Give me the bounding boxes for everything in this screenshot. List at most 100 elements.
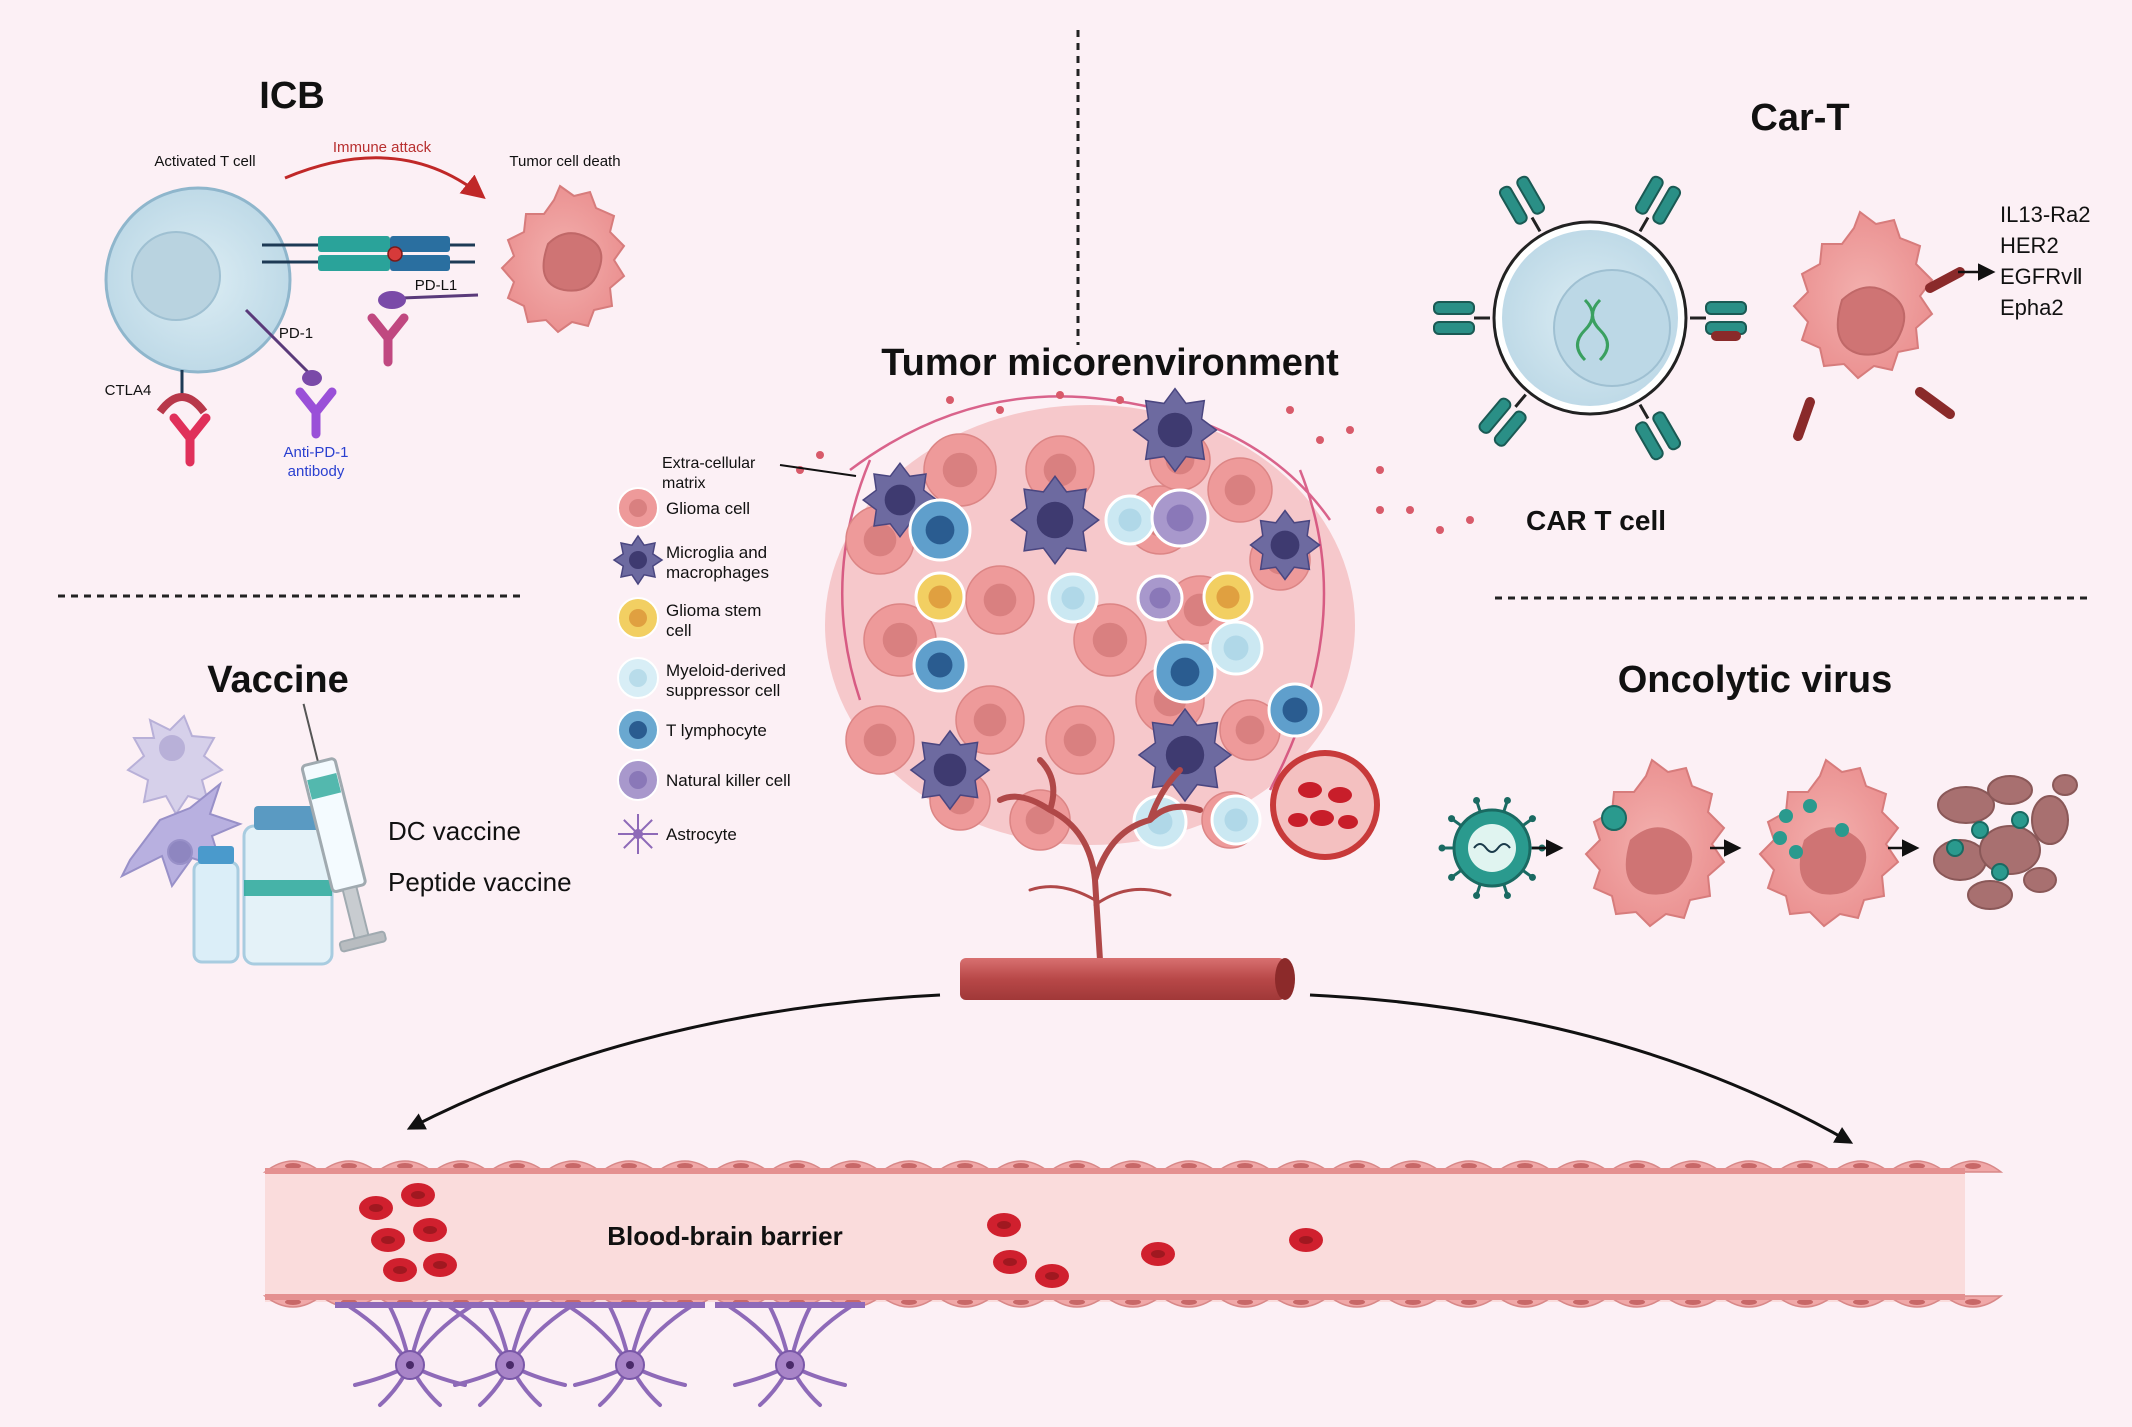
- icb-panel: ICB Activated T cell Immune attack Tumor…: [104, 75, 626, 480]
- red-blood-cells: [359, 1183, 1323, 1288]
- glioma-cell: [1219, 699, 1281, 761]
- ecm-label-2: matrix: [662, 475, 706, 492]
- tumor-cell-death-label: Tumor cell death: [509, 153, 620, 170]
- bbb-arrow-right: [1309, 993, 1854, 1144]
- t-lymphocyte-cell: [1267, 682, 1323, 738]
- glioma-cell: [955, 685, 1025, 755]
- virus-spike-tip: [1473, 892, 1481, 900]
- oncolytic-title: Oncolytic virus: [1618, 659, 1893, 701]
- cart-title: Car-T: [1750, 97, 1849, 139]
- bbb-panel: Blood-brain barrier: [262, 993, 2004, 1407]
- legend-label-2: cell: [666, 621, 692, 640]
- glioma-stem-cell: [914, 571, 966, 623]
- virus-spike-tip: [1448, 873, 1456, 881]
- legend-label: T lymphocyte: [666, 721, 767, 740]
- pd1-label: PD-1: [279, 325, 313, 342]
- legend-label: Myeloid-derived: [666, 661, 786, 680]
- tme-panel: Tumor micorenvironment Extra-cellular ma…: [612, 342, 1474, 1000]
- ecm-label-1: Extra-cellular: [662, 455, 756, 472]
- car-receptor-icon: [1634, 403, 1682, 461]
- particle: [1376, 506, 1384, 514]
- astrocyte-icon: [715, 1302, 865, 1407]
- red-blood-cell-icon: [359, 1196, 393, 1220]
- red-blood-cell-icon: [993, 1250, 1027, 1274]
- microglia-cell: [1010, 475, 1100, 565]
- mdsc-cell: [1210, 794, 1262, 846]
- mdsc-cell: [1104, 494, 1156, 546]
- astrocyte-icon: [555, 1302, 705, 1407]
- microglia-cell: [909, 729, 991, 811]
- nk-cell: [1150, 488, 1210, 548]
- particle: [1466, 516, 1474, 524]
- glioma-cell-icon: [617, 487, 659, 529]
- mdsc-cell: [1047, 572, 1099, 624]
- dendritic-cell-icon: [126, 714, 224, 816]
- legend-label: Microglia and: [666, 543, 767, 562]
- vessel-cross-section-icon: [1270, 750, 1380, 860]
- microglia-cell: [1137, 707, 1233, 803]
- dna-icon: [1576, 298, 1609, 362]
- nk-cell-icon: [617, 759, 659, 801]
- cart-target-label: EGFRvⅡ: [2000, 264, 2083, 289]
- vessel-tree-icon: [997, 757, 1203, 963]
- red-blood-cell-icon: [371, 1228, 405, 1252]
- glioma-cell: [1045, 705, 1115, 775]
- virus-spike-tip: [1503, 892, 1511, 900]
- pd1-icon: [302, 370, 322, 386]
- car-receptor-icon: [1634, 175, 1682, 233]
- car-receptor-icon: [1498, 175, 1546, 233]
- ctla4-icon: [156, 393, 208, 415]
- car-receptor-icon: [1433, 301, 1490, 335]
- immune-attack-arrow: [284, 156, 486, 200]
- virus-spike-tip: [1473, 796, 1481, 804]
- infected-cell-1: [1584, 758, 1726, 928]
- cart-target-label: Epha2: [2000, 295, 2064, 320]
- particle: [1286, 406, 1294, 414]
- nk-cell: [1136, 574, 1184, 622]
- particle: [1436, 526, 1444, 534]
- ctla4-label: CTLA4: [105, 382, 152, 399]
- car-t-cell-label: CAR T cell: [1526, 505, 1666, 536]
- pdl1-label: PD-L1: [415, 277, 458, 294]
- legend-label-2: macrophages: [666, 563, 769, 582]
- red-blood-cell-icon: [1141, 1242, 1175, 1266]
- astrocyte-icon: [335, 1302, 485, 1407]
- microglia-cell: [1249, 509, 1321, 581]
- t-lymphocyte-icon: [617, 709, 659, 751]
- legend-label: Astrocyte: [666, 825, 737, 844]
- peptide-vaccine-label: Peptide vaccine: [388, 867, 572, 897]
- particle: [946, 396, 954, 404]
- oncolytic-panel: Oncolytic virus: [1438, 659, 2078, 928]
- car-t-cell: [1492, 220, 1688, 416]
- anti-pdl1-antibody-icon: [367, 313, 409, 367]
- red-blood-cell-icon: [987, 1213, 1021, 1237]
- virus-spike-tip: [1503, 796, 1511, 804]
- car-receptors: [1433, 175, 1747, 461]
- astrocyte-endfeet: [335, 1302, 865, 1407]
- bbb-arrow-left: [406, 993, 941, 1130]
- glioma-stem-cell: [1202, 571, 1254, 623]
- particle: [1406, 506, 1414, 514]
- particle: [996, 406, 1004, 414]
- virus-spike-tip: [1528, 815, 1536, 823]
- particle: [1316, 436, 1324, 444]
- cart-tumor-cell: [1711, 210, 1965, 441]
- pdl1-stalk: [401, 293, 479, 300]
- glioma-cell: [923, 433, 997, 507]
- icb-tumor-cell: [500, 184, 626, 334]
- virus-spike-tip: [1448, 815, 1456, 823]
- legend-label: Natural killer cell: [666, 771, 791, 790]
- red-blood-cell-icon: [1289, 1228, 1323, 1252]
- red-blood-cell-icon: [1035, 1264, 1069, 1288]
- glioma-cell: [965, 565, 1035, 635]
- ecm-pointer: [779, 464, 857, 477]
- t-lymphocyte-cell: [912, 637, 968, 693]
- t-lymphocyte-cell: [1153, 640, 1217, 704]
- particle: [816, 451, 824, 459]
- anti-pd1-label-1: Anti-PD-1: [283, 444, 348, 461]
- legend-label: Glioma stem: [666, 601, 761, 620]
